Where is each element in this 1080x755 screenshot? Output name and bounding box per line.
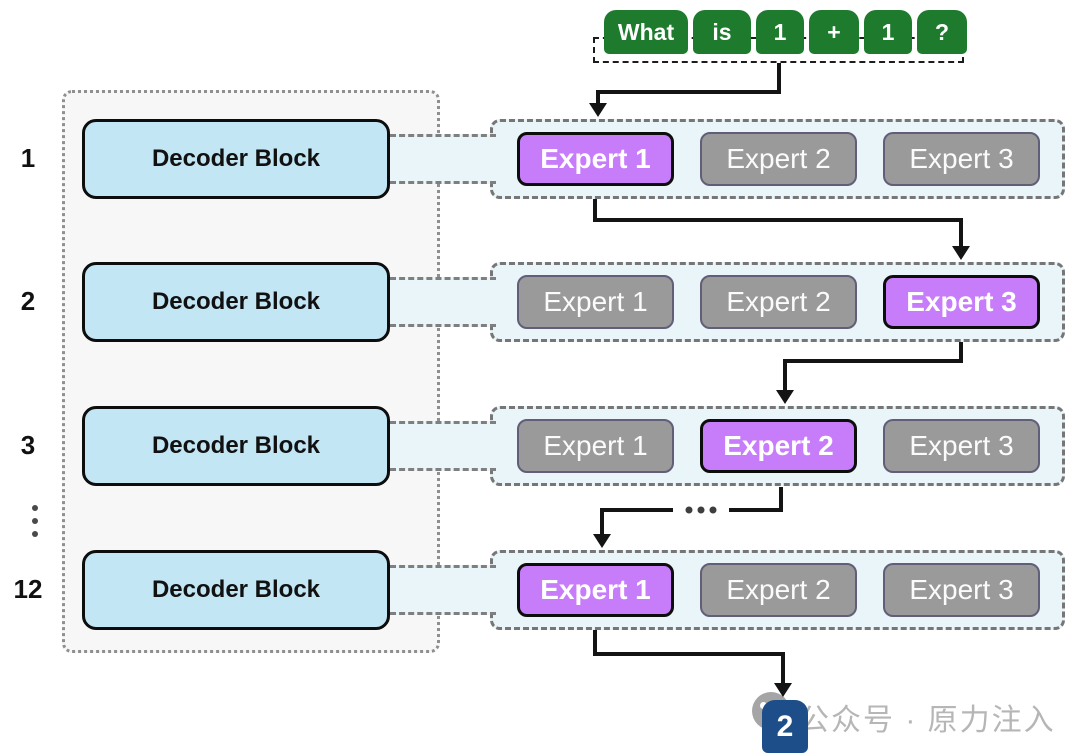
input-token: What — [604, 10, 688, 54]
input-token: ? — [917, 10, 967, 54]
experts-row-12: Expert 1 Expert 2 Expert 3 — [490, 550, 1065, 630]
expert-1: Expert 1 — [517, 419, 674, 473]
expert-2: Expert 2 — [700, 132, 857, 186]
decoder-block-3: Decoder Block — [82, 406, 390, 486]
decoder-to-experts-connector-2 — [390, 277, 496, 327]
experts-row-1: Expert 1 Expert 2 Expert 3 — [490, 119, 1065, 199]
input-token: 1 — [756, 10, 804, 54]
layer-number-2: 2 — [20, 286, 36, 316]
decoder-to-experts-connector-1 — [390, 134, 496, 184]
watermark-text: 公众号 · 原力注入 — [799, 704, 1056, 737]
vertical-ellipsis — [32, 498, 38, 544]
input-token: is — [693, 10, 751, 54]
decoder-to-experts-connector-3 — [390, 421, 496, 471]
input-token: 1 — [864, 10, 912, 54]
output-token: 2 — [762, 700, 808, 753]
layer-number-12: 12 — [13, 574, 43, 604]
decoder-block-1: Decoder Block — [82, 119, 390, 199]
layer-number-1: 1 — [20, 143, 36, 173]
expert-3: Expert 3 — [883, 419, 1040, 473]
experts-row-3: Expert 1 Expert 2 Expert 3 — [490, 406, 1065, 486]
expert-3: Expert 3 — [883, 563, 1040, 617]
input-token: + — [809, 10, 859, 54]
expert-1-selected: Expert 1 — [517, 132, 674, 186]
expert-1: Expert 1 — [517, 275, 674, 329]
expert-1-selected: Expert 1 — [517, 563, 674, 617]
expert-2: Expert 2 — [700, 563, 857, 617]
decoder-block-2: Decoder Block — [82, 262, 390, 342]
expert-3: Expert 3 — [883, 132, 1040, 186]
experts-row-2: Expert 1 Expert 2 Expert 3 — [490, 262, 1065, 342]
expert-3-selected: Expert 3 — [883, 275, 1040, 329]
expert-2: Expert 2 — [700, 275, 857, 329]
layer-number-3: 3 — [20, 430, 36, 460]
input-token-row: What is 1 + 1 ? — [604, 10, 967, 54]
decoder-to-experts-connector-12 — [390, 565, 496, 615]
decoder-block-12: Decoder Block — [82, 550, 390, 630]
expert-2-selected: Expert 2 — [700, 419, 857, 473]
